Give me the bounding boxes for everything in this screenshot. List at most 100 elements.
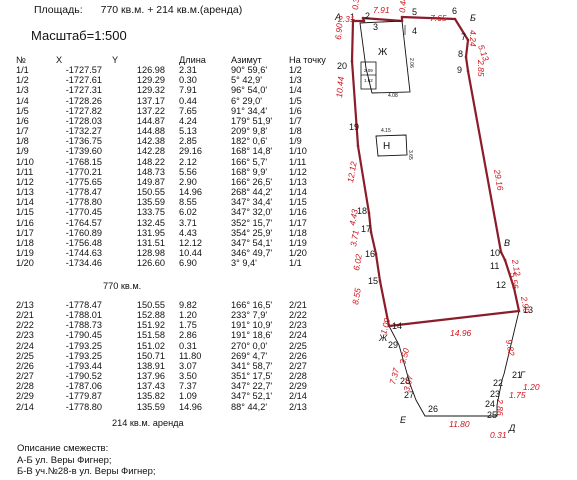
point-label: 1 — [350, 12, 355, 22]
table-cell: -1775.65 — [65, 176, 102, 187]
table-cell: 14.96 — [179, 401, 202, 412]
building-dimension: 3.65 — [407, 150, 413, 160]
corner-letter: В — [504, 238, 510, 248]
dimension-label: 7.37 — [387, 367, 401, 386]
table-cell: 179° 51,9' — [231, 115, 273, 126]
table-cell: 347° 52,1' — [231, 391, 273, 402]
table-cell: 2.86 — [179, 330, 197, 341]
dimension-label: 12.12 — [345, 160, 359, 183]
table-cell: 150.55 — [136, 300, 165, 310]
building-dimension: 4.08 — [388, 93, 398, 99]
table-cell: -1778.47 — [65, 300, 102, 310]
table-cell: 2/23 — [16, 330, 34, 341]
table-cell: 166° 5,7' — [231, 156, 268, 167]
table-cell: 91° 34,4' — [231, 105, 268, 116]
table-cell: 151.02 — [136, 340, 165, 351]
boundary-point — [356, 144, 360, 148]
table-cell: 1/5 — [289, 95, 302, 106]
table-cell: 182° 0,6' — [231, 136, 268, 147]
dimension-label: 0.44 — [397, 0, 408, 13]
table-cell: 5° 42,9' — [231, 75, 262, 86]
boundary-point — [400, 19, 404, 23]
table-cell: 2/29 — [289, 381, 307, 392]
point-label: 8 — [458, 49, 463, 59]
table-cell: -1793.44 — [65, 360, 102, 371]
dimension-label: 2.12 — [510, 258, 523, 277]
column-header: На точку — [289, 55, 326, 65]
table-cell: 1/2 — [16, 75, 29, 86]
corner-letter: Д — [508, 423, 516, 433]
table-cell: -1768.15 — [65, 156, 102, 167]
table-cell: 2/22 — [289, 310, 307, 321]
table-cell: 88° 44,2' — [231, 401, 268, 412]
building-dimension: 2.09 — [364, 68, 373, 73]
table-cell: -1770.21 — [65, 166, 102, 177]
table-cell: 1/8 — [16, 136, 29, 147]
point-label: 6 — [452, 6, 457, 16]
dimension-label: 29.16 — [492, 168, 506, 192]
table-cell: 135.59 — [136, 197, 165, 208]
table-cell: 142.28 — [136, 146, 165, 157]
table-cell: -1788.01 — [65, 310, 102, 321]
point-label: 15 — [368, 276, 378, 286]
point-label: 20 — [337, 61, 347, 71]
table-cell: 2/26 — [16, 360, 34, 371]
table-cell: 7.91 — [179, 85, 197, 96]
table-cell: 1/3 — [289, 75, 302, 86]
dimension-label: 3.71 — [348, 229, 361, 247]
table-cell: 12.12 — [179, 237, 202, 248]
boundary-point — [378, 279, 382, 283]
table-cell: 10.44 — [179, 247, 202, 258]
table-cell: 1.75 — [179, 320, 197, 331]
table-cell: 137.43 — [136, 381, 165, 392]
table-cell: 1/16 — [16, 217, 34, 228]
table-cell: -1787.06 — [65, 381, 102, 392]
table-cell: 2/13 — [16, 300, 34, 310]
boundary-point — [512, 286, 516, 290]
table-cell: -1739.60 — [65, 146, 102, 157]
boundary-point — [517, 309, 521, 313]
table-cell: -1770.45 — [65, 207, 102, 218]
dimension-label: 1.75 — [509, 390, 526, 400]
table-cell: 2.90 — [179, 176, 197, 187]
table-cell: 8.55 — [179, 197, 197, 208]
table-cell: 5.56 — [179, 166, 197, 177]
dimension-label: 8.55 — [350, 287, 363, 305]
area-value: 770 кв.м. + 214 кв.м.(аренда) — [100, 4, 243, 16]
table-cell: 268° 44,2' — [231, 187, 273, 198]
dimension-label: 6.02 — [351, 253, 364, 271]
table-cell: 191° 18,6' — [231, 330, 273, 341]
table-cell: 1/11 — [16, 166, 34, 177]
point-label: 4 — [412, 26, 417, 36]
table-cell: 1.09 — [179, 391, 197, 402]
table-cell: 150.55 — [136, 187, 165, 198]
point-label: 10 — [490, 248, 500, 258]
point-label: 28 — [400, 376, 410, 386]
table-cell: 1/12 — [289, 166, 307, 177]
table-cell: -1734.46 — [65, 258, 102, 269]
adjacency-description: Описание смежеств: А-Б ул. Веры Фигнер; … — [17, 443, 156, 478]
table-cell: -1764.57 — [65, 217, 102, 228]
boundary-point — [369, 230, 373, 234]
table-cell: -1793.25 — [65, 340, 102, 351]
table-cell: 96° 54,0' — [231, 85, 268, 96]
dimension-label: 7.65 — [430, 13, 447, 23]
table-cell: 1/13 — [16, 187, 34, 198]
boundary-point — [466, 69, 470, 73]
table-cell: 1/1 — [289, 258, 302, 269]
dimension-label: 3.50 — [397, 347, 411, 366]
table-cell: 1/15 — [289, 197, 307, 208]
